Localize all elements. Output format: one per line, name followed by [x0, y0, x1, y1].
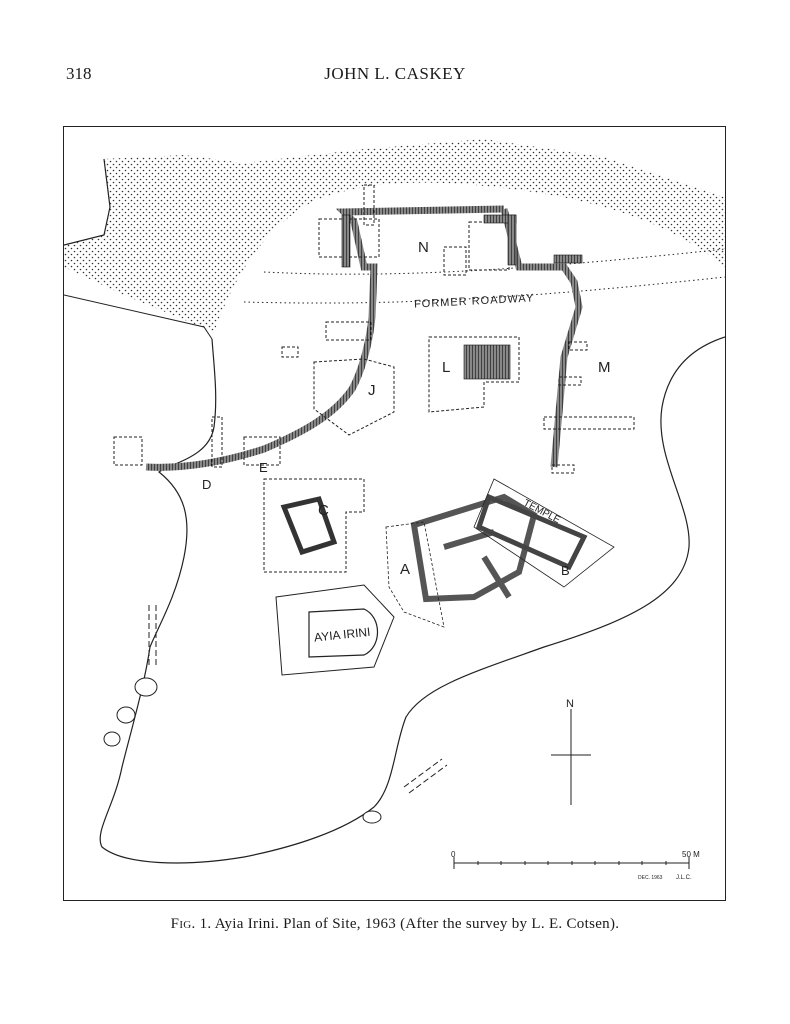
label-road: FORMER ROADWAY: [414, 292, 535, 310]
site-plan: N FORMER ROADWAY L M J E D C TEMPLE A B …: [64, 139, 725, 881]
page-number: 318: [66, 64, 92, 83]
sea-stipple: [64, 139, 725, 332]
former-roadway: [243, 248, 725, 304]
north-arrow-label: N: [566, 698, 574, 710]
scale-end: 50 M: [682, 850, 700, 859]
label-l: L: [442, 359, 450, 376]
area-a-boundary: [385, 521, 445, 628]
caption-text: Ayia Irini. Plan of Site, 1963 (After th…: [214, 916, 620, 932]
site-labels: N FORMER ROADWAY L M J E D C TEMPLE A B …: [202, 239, 611, 645]
label-n: N: [418, 239, 429, 256]
shore-line: [64, 294, 213, 340]
scale-start: 0: [451, 850, 456, 859]
running-head: JOHN L. CASKEY: [324, 64, 466, 83]
label-d: D: [202, 477, 211, 492]
building-remains: [280, 214, 588, 603]
label-a: A: [400, 561, 410, 578]
scale-bar: [453, 857, 690, 869]
coastline-west: [64, 158, 111, 246]
figure-caption: Fig. 1. Ayia Irini. Plan of Site, 1963 (…: [0, 916, 790, 933]
shore-dashes: [148, 605, 448, 794]
credit-initials: J.L.C.: [676, 875, 692, 881]
temple-precinct: [473, 478, 615, 588]
building-outlines: [113, 184, 635, 573]
caption-fig-label: Fig. 1.: [170, 916, 212, 932]
label-chapel: AYIA IRINI: [313, 625, 371, 645]
ayia-irini-chapel: [275, 584, 395, 676]
label-j: J: [368, 382, 376, 399]
label-b: B: [561, 563, 570, 578]
north-arrow: N: [551, 698, 591, 805]
credit-date: DEC. 1963: [638, 875, 663, 881]
label-e: E: [259, 460, 268, 475]
coastline: [99, 336, 725, 864]
label-c: C: [318, 502, 329, 519]
rocks: [103, 677, 382, 824]
label-m: M: [598, 359, 611, 376]
site-plan-figure: N FORMER ROADWAY L M J E D C TEMPLE A B …: [63, 126, 726, 901]
